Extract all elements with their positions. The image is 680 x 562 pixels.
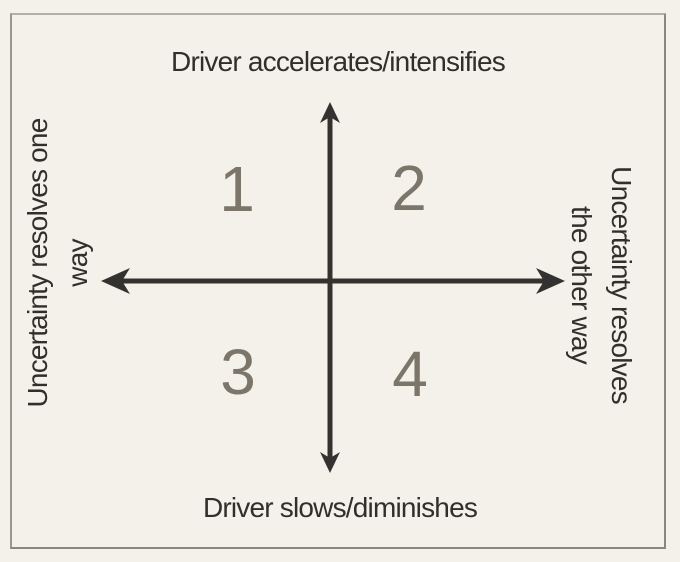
quadrant-2-number: 2	[391, 152, 427, 224]
arrowhead-left-icon	[101, 268, 130, 294]
quadrant-3-number: 3	[220, 336, 256, 408]
right-axis-label-line1: Uncertainty resolves	[606, 166, 637, 404]
arrowhead-right-icon	[536, 268, 565, 294]
top-axis-label: Driver accelerates/intensifies	[171, 46, 506, 77]
left-axis-label-line1: Uncertainty resolves one	[22, 118, 53, 408]
left-axis-label-line2: way	[62, 239, 93, 287]
left-axis-label: Uncertainty resolves one way	[18, 48, 98, 478]
arrowhead-up-icon	[320, 102, 340, 123]
quadrant-4-number: 4	[392, 338, 428, 410]
diagram-border	[10, 13, 666, 549]
arrowhead-down-icon	[320, 452, 340, 473]
quadrant-1-number: 1	[219, 153, 255, 225]
bottom-axis-label: Driver slows/diminishes	[202, 492, 478, 523]
right-axis-label: Uncertainty resolves the other way	[561, 70, 641, 500]
right-axis-label-line2: the other way	[566, 206, 597, 364]
